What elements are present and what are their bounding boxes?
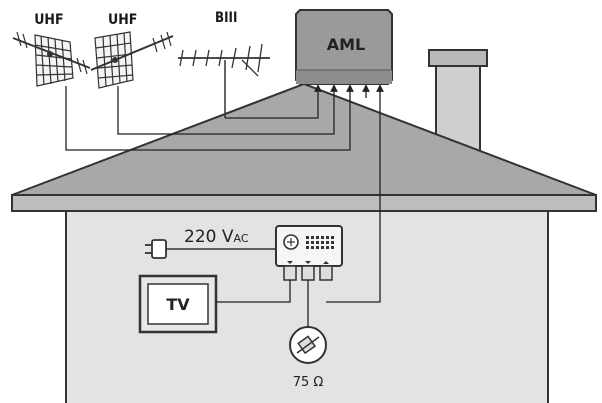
- power-plug-icon: [145, 239, 278, 259]
- terminator-resistor-icon: [289, 326, 327, 364]
- terminator-label: 75 Ω: [293, 375, 324, 390]
- yagi-antenna-icon: [178, 43, 270, 118]
- uhf-antenna-label-1: UHF: [34, 12, 63, 28]
- aml-amplifier-box: [295, 9, 393, 85]
- biii-antenna-label: BIII: [215, 10, 237, 26]
- chimney: [428, 49, 488, 165]
- tv-cable: [216, 280, 291, 303]
- power-voltage-subscript: AC: [233, 232, 248, 245]
- uhf-antenna-icon: [12, 31, 91, 87]
- power-voltage-label: 220 VAC: [184, 227, 249, 247]
- aml-amplifier-label: AML: [327, 35, 366, 54]
- antenna-cables: [65, 84, 384, 303]
- tv-label: TV: [166, 295, 190, 314]
- power-supply-box: [275, 225, 343, 281]
- power-voltage-value: 220 V: [184, 227, 234, 247]
- uhf-antenna-label-2: UHF: [108, 12, 137, 28]
- tv-set: [138, 274, 218, 334]
- roof: [11, 82, 597, 212]
- uhf-antenna-icon: [90, 31, 174, 89]
